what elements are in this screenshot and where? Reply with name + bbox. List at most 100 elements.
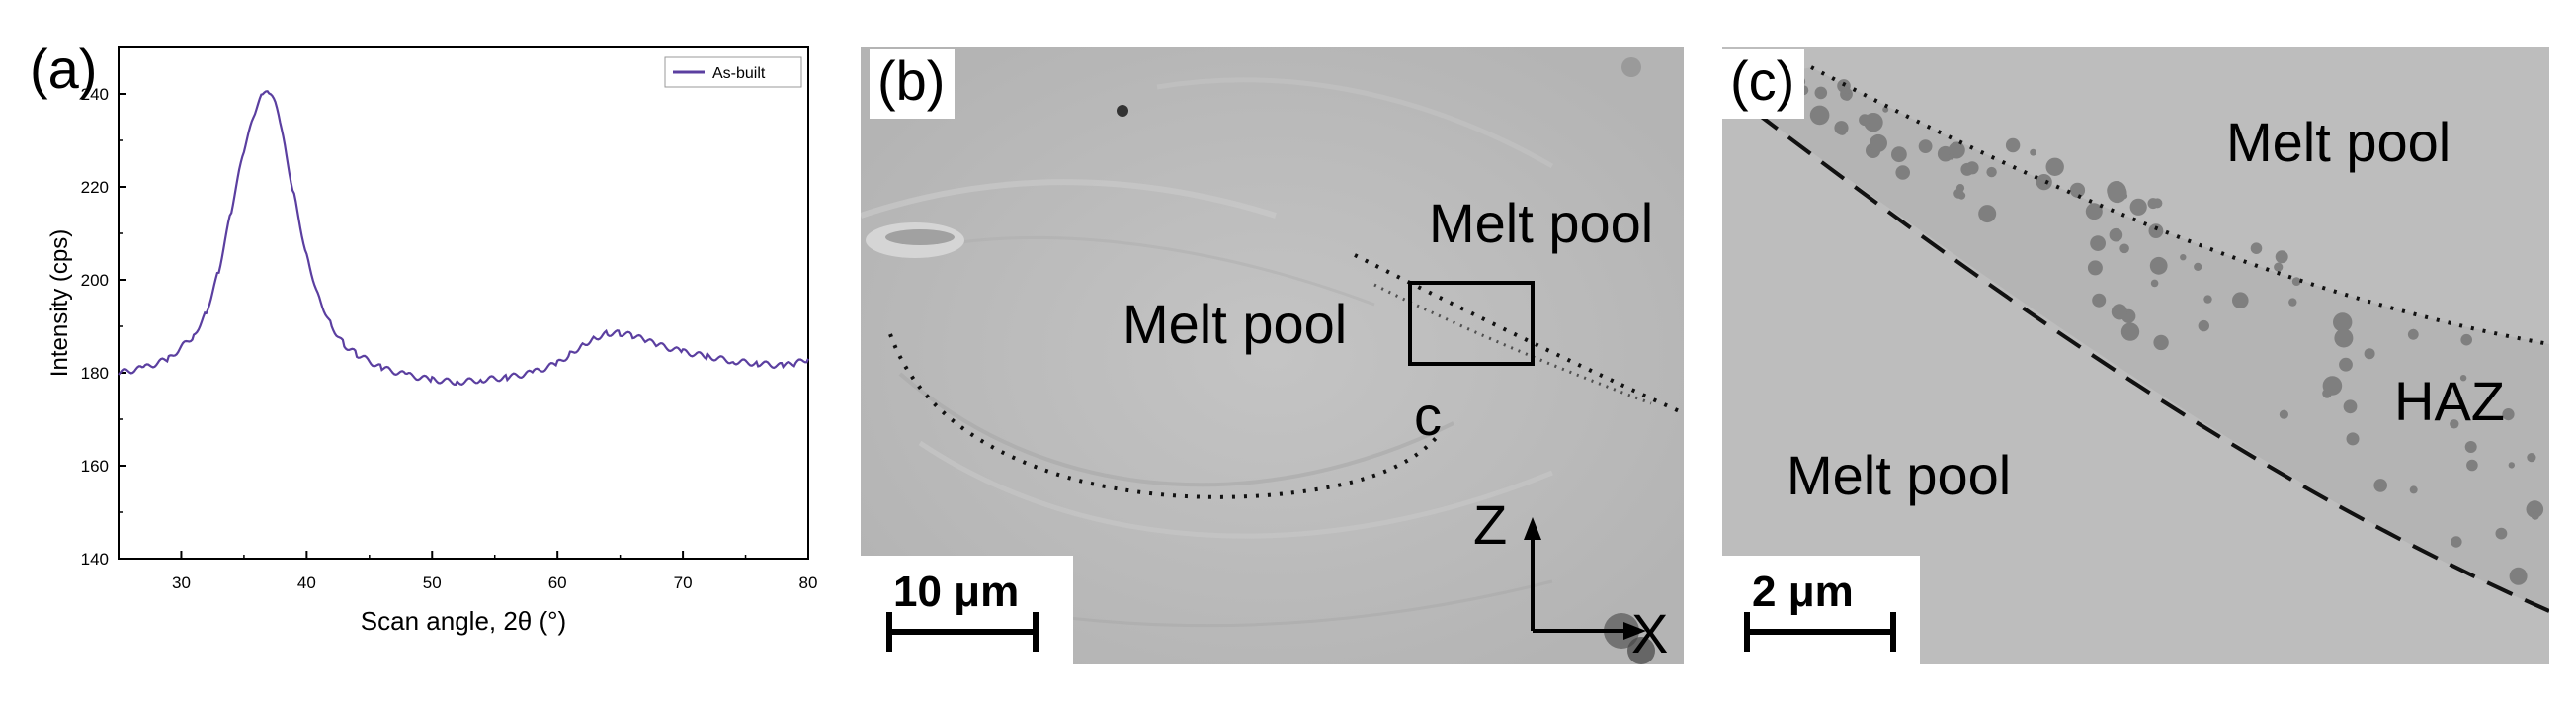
haz-particle [2203,295,2212,304]
panel-c-letter: (c) [1722,49,1805,119]
label-haz: HAZ [2394,370,2505,432]
haz-particle [2069,182,2086,198]
haz-particle [2339,357,2353,372]
panel-a-letter: (a) [30,38,98,100]
micrograph-c-texture [1722,47,2549,664]
haz-particle [1965,161,1979,175]
x-tick-label: 80 [799,573,818,592]
haz-particle [2450,419,2459,429]
haz-particle [1859,114,1870,127]
haz-particle [2148,223,2164,239]
y-tick-label: 180 [81,364,109,383]
label-melt-pool-c-lower: Melt pool [1787,444,2012,506]
scale-bar-b-tick-left [886,612,892,652]
haz-particle [1882,106,1889,113]
haz-particle [2364,348,2375,360]
haz-particle [2288,298,2297,307]
haz-particle [2531,511,2539,520]
haz-particle [2464,441,2477,453]
haz-particle [2090,235,2106,252]
haz-particle [1870,133,1887,152]
haz-particle [2147,198,2159,210]
legend-label: As-built [712,65,766,82]
series-line-As-built [118,90,809,387]
haz-particle [2005,137,2021,153]
haz-particle [2194,262,2202,271]
axis-z-label: Z [1473,493,1508,556]
haz-particle [2232,292,2249,308]
haz-particle [2451,536,2462,548]
x-tick-label: 40 [297,573,316,592]
haz-particle [2274,262,2284,272]
haz-particle [1837,126,1847,135]
panel-b-letter: (b) [870,49,956,119]
haz-particle [2085,203,2103,220]
scale-bar-b-line [888,629,1037,635]
haz-particle [2333,312,2353,332]
haz-particle [2346,432,2360,446]
scale-bar-c-tick-left [1744,612,1750,652]
haz-particle [1918,139,1933,153]
haz-particle [2153,334,2169,351]
plot-frame [118,46,809,560]
haz-particle [2322,376,2343,396]
scale-bar-c-text: 2 μm [1752,568,1854,616]
scale-bar-c-tick-right [1890,612,1896,652]
haz-particle [2459,375,2467,382]
haz-particle [2030,148,2036,156]
haz-particle [2373,479,2387,492]
haz-particle [1895,165,1910,180]
haz-particle [2291,277,2301,286]
haz-particle [2407,328,2419,340]
haz-particle [2508,462,2515,469]
haz-particle [2045,157,2064,176]
haz-particle [2275,250,2288,264]
haz-particle [2409,485,2418,494]
haz-particle [2460,333,2472,346]
y-axis-label: Intensity (cps) [46,229,73,377]
y-tick-label: 140 [81,550,109,569]
haz-particle [2111,304,2127,320]
haz-particle [2149,256,2168,275]
haz-particle [2526,500,2544,518]
x-axis-label: Scan angle, 2θ (°) [361,606,566,636]
haz-particle [2036,174,2052,191]
y-tick-label: 220 [81,178,109,197]
haz-particle [2129,198,2147,216]
haz-particle [1986,166,1997,178]
scale-bar-c: 2 μm [1722,556,1920,664]
x-tick-label: 70 [674,573,693,592]
scale-bar-b: 10 μm [861,556,1073,664]
y-tick-label: 240 [81,85,109,104]
x-tick-label: 50 [423,573,442,592]
haz-particle [2092,293,2107,308]
haz-particle [1843,93,1852,101]
haz-particle [2150,279,2159,288]
micrograph-c: Melt pool HAZ Melt pool 2 μm [1722,47,2549,664]
haz-particle [1814,86,1828,100]
haz-particle [2198,319,2209,332]
label-melt-pool-b-upper: Melt pool [1429,192,1654,254]
axis-x-label: X [1631,602,1669,664]
haz-particle [2334,328,2354,348]
label-melt-pool-c-upper: Melt pool [2226,111,2451,173]
haz-particle [2279,409,2288,419]
haz-particle [2502,408,2515,421]
haz-particle [2509,567,2528,585]
label-melt-pool-b-left: Melt pool [1122,293,1348,355]
haz-particle [2343,399,2358,414]
scale-bar-b-tick-right [1033,612,1039,652]
haz-particle [2087,260,2103,276]
haz-particle [1809,105,1830,126]
x-tick-label: 60 [548,573,567,592]
haz-particle [1953,188,1964,199]
haz-particle [2180,254,2187,261]
haz-particle [2466,459,2478,472]
scale-bar-b-text: 10 μm [893,568,1020,616]
haz-particle [2495,527,2508,540]
haz-particle [2120,322,2140,341]
haz-particle [2119,243,2129,254]
haz-particle [1891,146,1907,163]
haz-particle [2527,453,2536,463]
